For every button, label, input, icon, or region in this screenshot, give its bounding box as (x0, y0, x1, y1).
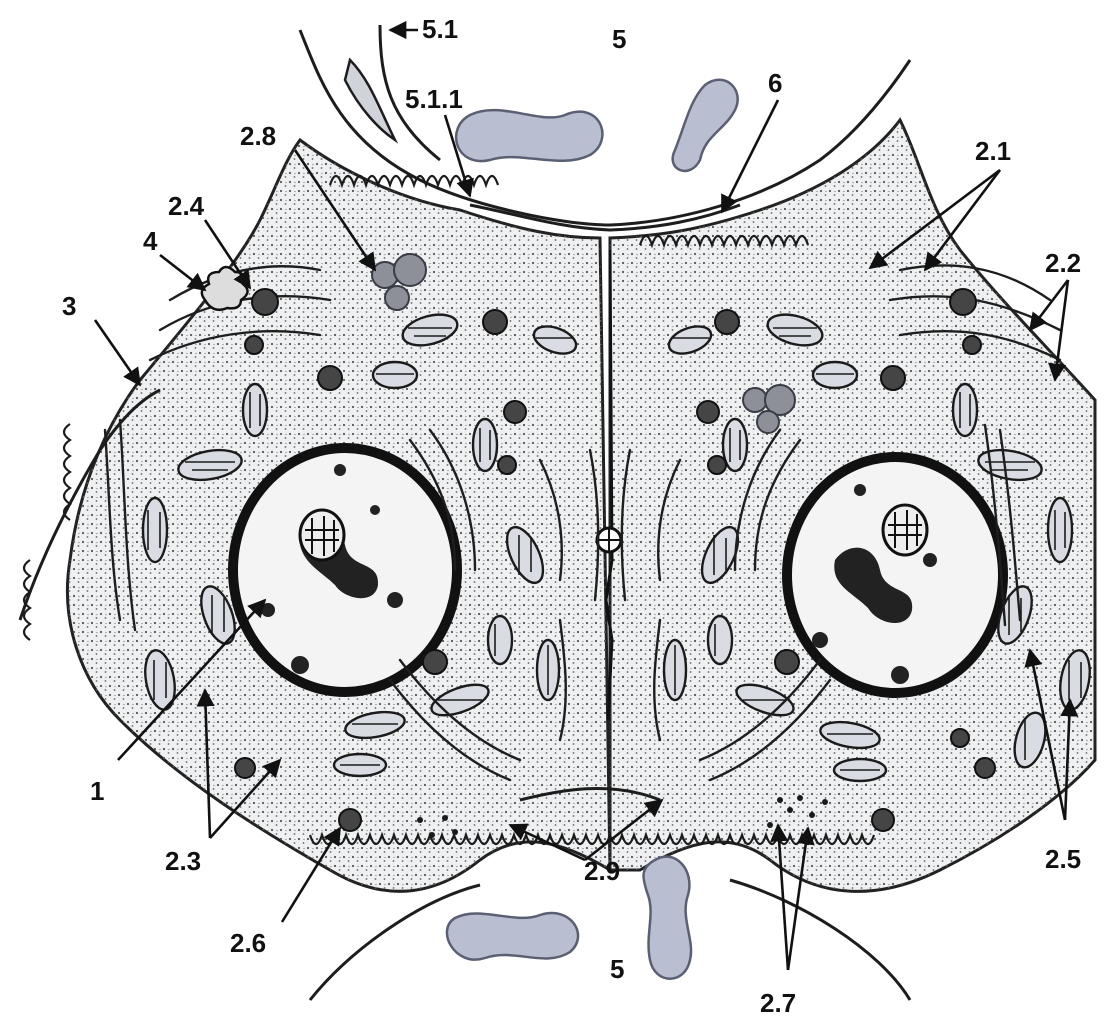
label-5-bottom: 5 (610, 954, 624, 984)
rbc-bottom-left (447, 913, 578, 960)
peroxisome (881, 366, 905, 390)
mitochondrion (834, 759, 886, 781)
mitochondrion (664, 640, 686, 700)
lysosome (245, 336, 263, 354)
label-2-3: 2.3 (165, 846, 201, 876)
peroxisome (483, 310, 507, 334)
lysosome (872, 809, 894, 831)
rbc-bottom-right (644, 857, 692, 979)
lysosome (975, 758, 995, 778)
label-5-1: 5.1 (422, 14, 458, 44)
label-2-8: 2.8 (240, 121, 276, 151)
arrow-3 (95, 320, 140, 385)
label-1: 1 (90, 776, 104, 806)
label-2-5: 2.5 (1045, 844, 1081, 874)
lipid-droplet (757, 411, 779, 433)
label-2-1: 2.1 (975, 136, 1011, 166)
arrow-4 (160, 255, 205, 290)
mitochondrion (813, 362, 857, 388)
mitochondrion (373, 362, 417, 388)
rbc-top-right (673, 80, 738, 171)
mitochondrion (708, 616, 732, 664)
right-nucleolus (883, 505, 927, 555)
lysosome (252, 289, 278, 315)
peroxisome (504, 401, 526, 423)
mitochondrion (1048, 498, 1072, 562)
peroxisome (423, 650, 447, 674)
peroxisome (775, 650, 799, 674)
peroxisome (715, 310, 739, 334)
label-5-top: 5 (612, 24, 626, 54)
label-2-2: 2.2 (1045, 248, 1081, 278)
lysosome (235, 758, 255, 778)
mitochondrion (243, 384, 267, 436)
label-2-6: 2.6 (230, 928, 266, 958)
mitochondrion (473, 419, 497, 471)
mitochondrion (537, 640, 559, 700)
mitochondrion (143, 498, 167, 562)
granule (708, 456, 726, 474)
label-2-7: 2.7 (760, 988, 796, 1018)
lipid-droplet (394, 254, 426, 286)
mitochondrion (334, 754, 386, 776)
label-2-9: 2.9 (584, 856, 620, 886)
lysosome-2-6 (339, 809, 361, 831)
lipid-droplet (385, 286, 409, 310)
granule (951, 729, 969, 747)
endothelium-right-bottom (730, 880, 910, 1000)
granule (498, 456, 516, 474)
label-6: 6 (768, 68, 782, 98)
lateral-microvilli (24, 424, 70, 640)
peroxisome (318, 366, 342, 390)
label-2-4: 2.4 (168, 191, 205, 221)
mitochondrion (488, 616, 512, 664)
peroxisome (697, 401, 719, 423)
rbc-top-left (456, 110, 602, 161)
label-4: 4 (143, 226, 158, 256)
lipid-droplet (743, 388, 767, 412)
right-nucleus (787, 457, 1003, 693)
label-5-1-1: 5.1.1 (405, 84, 463, 114)
mitochondrion (953, 384, 977, 436)
left-nucleolus (300, 510, 344, 560)
label-3: 3 (62, 291, 76, 321)
lysosome (950, 289, 976, 315)
lysosome (963, 336, 981, 354)
